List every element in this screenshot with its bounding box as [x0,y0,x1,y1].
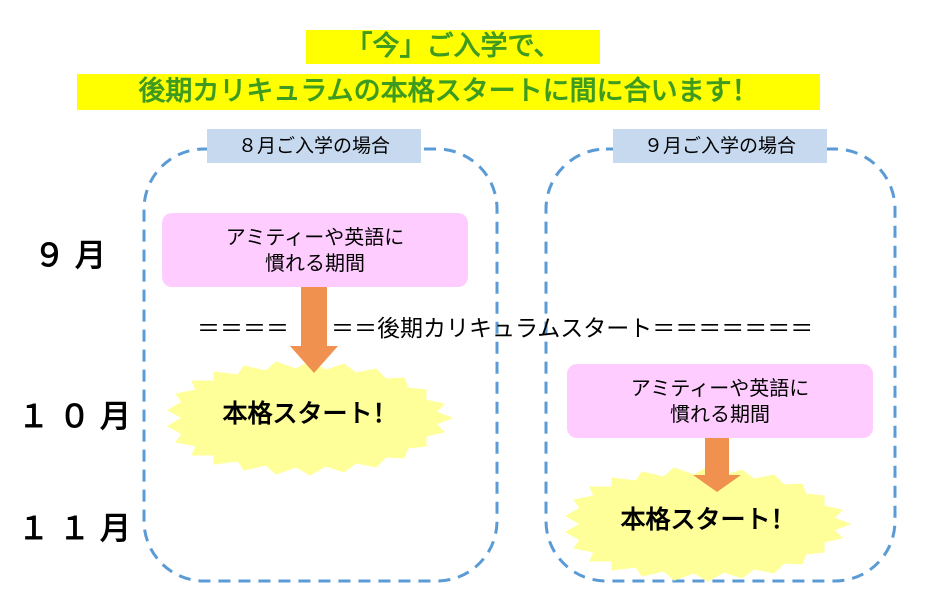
month-label-nov: １１月 [18,511,141,547]
starburst-september [564,466,852,582]
panel-august-border [142,147,499,583]
box-line-2: 慣れる期間 [670,402,770,426]
headline-line-2: 後期カリキュラムの本格スタートに間に合います！ [77,74,820,110]
panel-september-border [544,147,897,583]
full-start-label-august: 本格スタート！ [222,399,398,428]
headline-line-1: 「今」ご入学で、 [306,30,600,64]
month-label-sep: ９月 [34,238,116,274]
panel-label-september: ９月ご入学の場合 [613,129,827,163]
panel-label-august: ８月ご入学の場合 [207,129,421,163]
curriculum-start-divider-left: ＝＝＝＝ [197,316,289,342]
full-start-label-september: 本格スタート！ [620,505,796,534]
box-line-1: アミティーや英語に [225,225,405,249]
adjustment-period-box-august: アミティーや英語に 慣れる期間 [162,213,468,287]
adjustment-period-box-september: アミティーや英語に 慣れる期間 [567,364,873,438]
starburst-august [166,360,454,476]
month-label-oct: １０月 [18,399,141,435]
box-line-1: アミティーや英語に [630,376,810,400]
arrow-down-september-icon [693,438,741,492]
box-line-2: 慣れる期間 [265,251,365,275]
arrow-down-august-icon [290,285,338,373]
curriculum-start-divider-right: ＝＝後期カリキュラムスタート＝＝＝＝＝＝＝ [331,316,814,342]
